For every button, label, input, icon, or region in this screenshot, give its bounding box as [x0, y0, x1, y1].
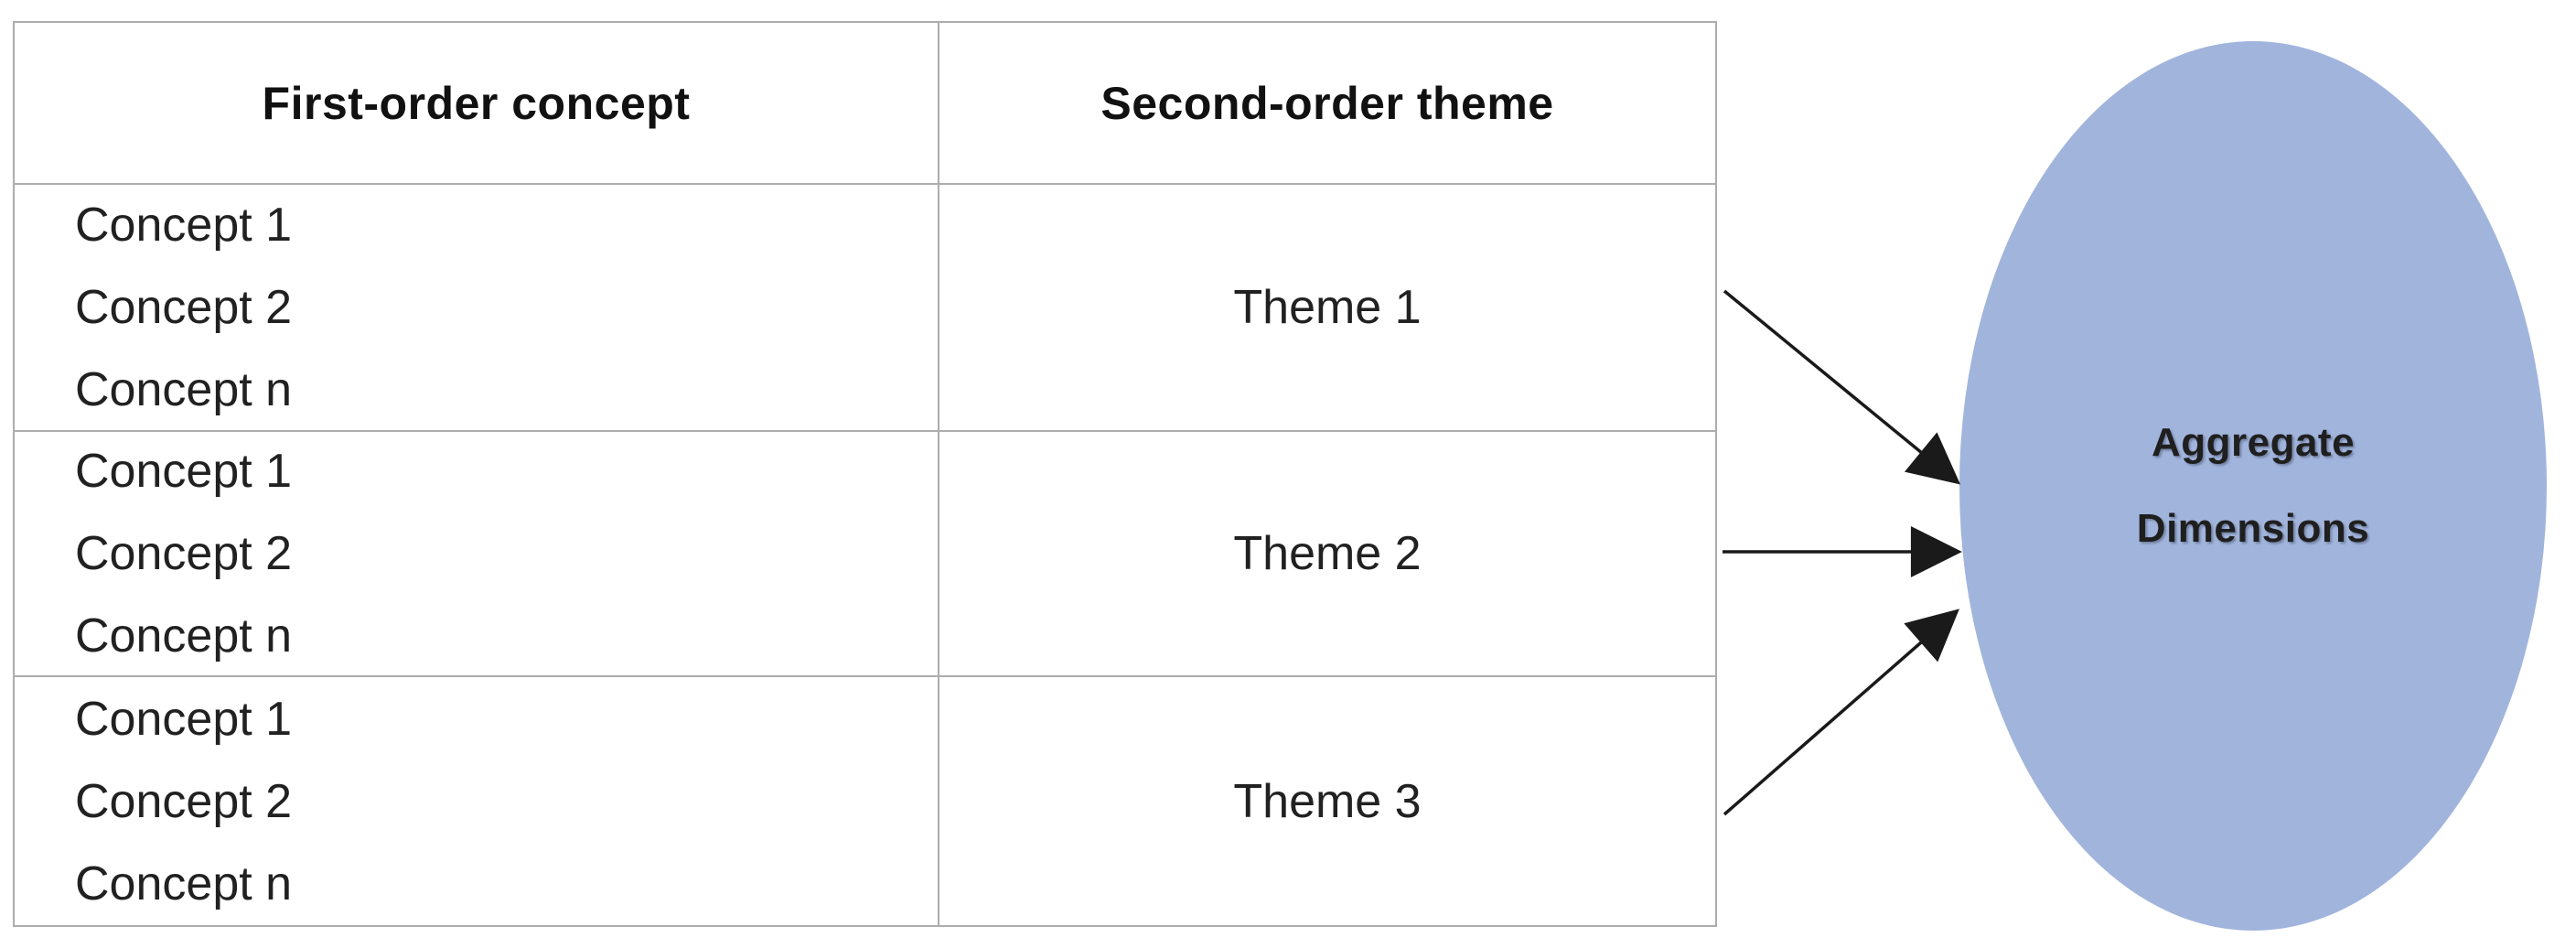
aggregate-label-line1: Aggregate — [2151, 420, 2356, 465]
concept-cell-group1: Concept 1 Concept 2 Concept n — [15, 185, 939, 432]
coding-table: First-order concept Second-order theme C… — [13, 21, 1717, 927]
concept-cell-group2: Concept 1 Concept 2 Concept n — [15, 432, 939, 677]
theme-2-cell: Theme 2 — [939, 432, 1715, 677]
concept-item: Concept 2 — [75, 281, 293, 334]
aggregate-label-line2: Dimensions — [2136, 506, 2370, 551]
theme-1-cell: Theme 1 — [939, 185, 1715, 432]
arrow-theme1-to-aggregate — [1723, 289, 1961, 485]
arrow-theme3-to-aggregate — [1723, 609, 1959, 816]
concept-item: Concept 2 — [75, 527, 293, 580]
concept-item: Concept n — [75, 363, 293, 416]
concept-item: Concept n — [75, 609, 293, 663]
aggregate-dimensions-label: Aggregate Dimensions — [1959, 41, 2547, 931]
concept-item: Concept 2 — [75, 774, 293, 828]
concept-item: Concept 1 — [75, 692, 293, 746]
concept-item: Concept n — [75, 856, 293, 910]
concept-cell-group3: Concept 1 Concept 2 Concept n — [15, 677, 939, 925]
header-first-order-concept: First-order concept — [15, 23, 939, 185]
header-second-order-theme: Second-order theme — [939, 23, 1715, 185]
concept-item: Concept 1 — [75, 199, 293, 252]
concept-item: Concept 1 — [75, 445, 293, 498]
theme-3-cell: Theme 3 — [1233, 774, 1422, 828]
